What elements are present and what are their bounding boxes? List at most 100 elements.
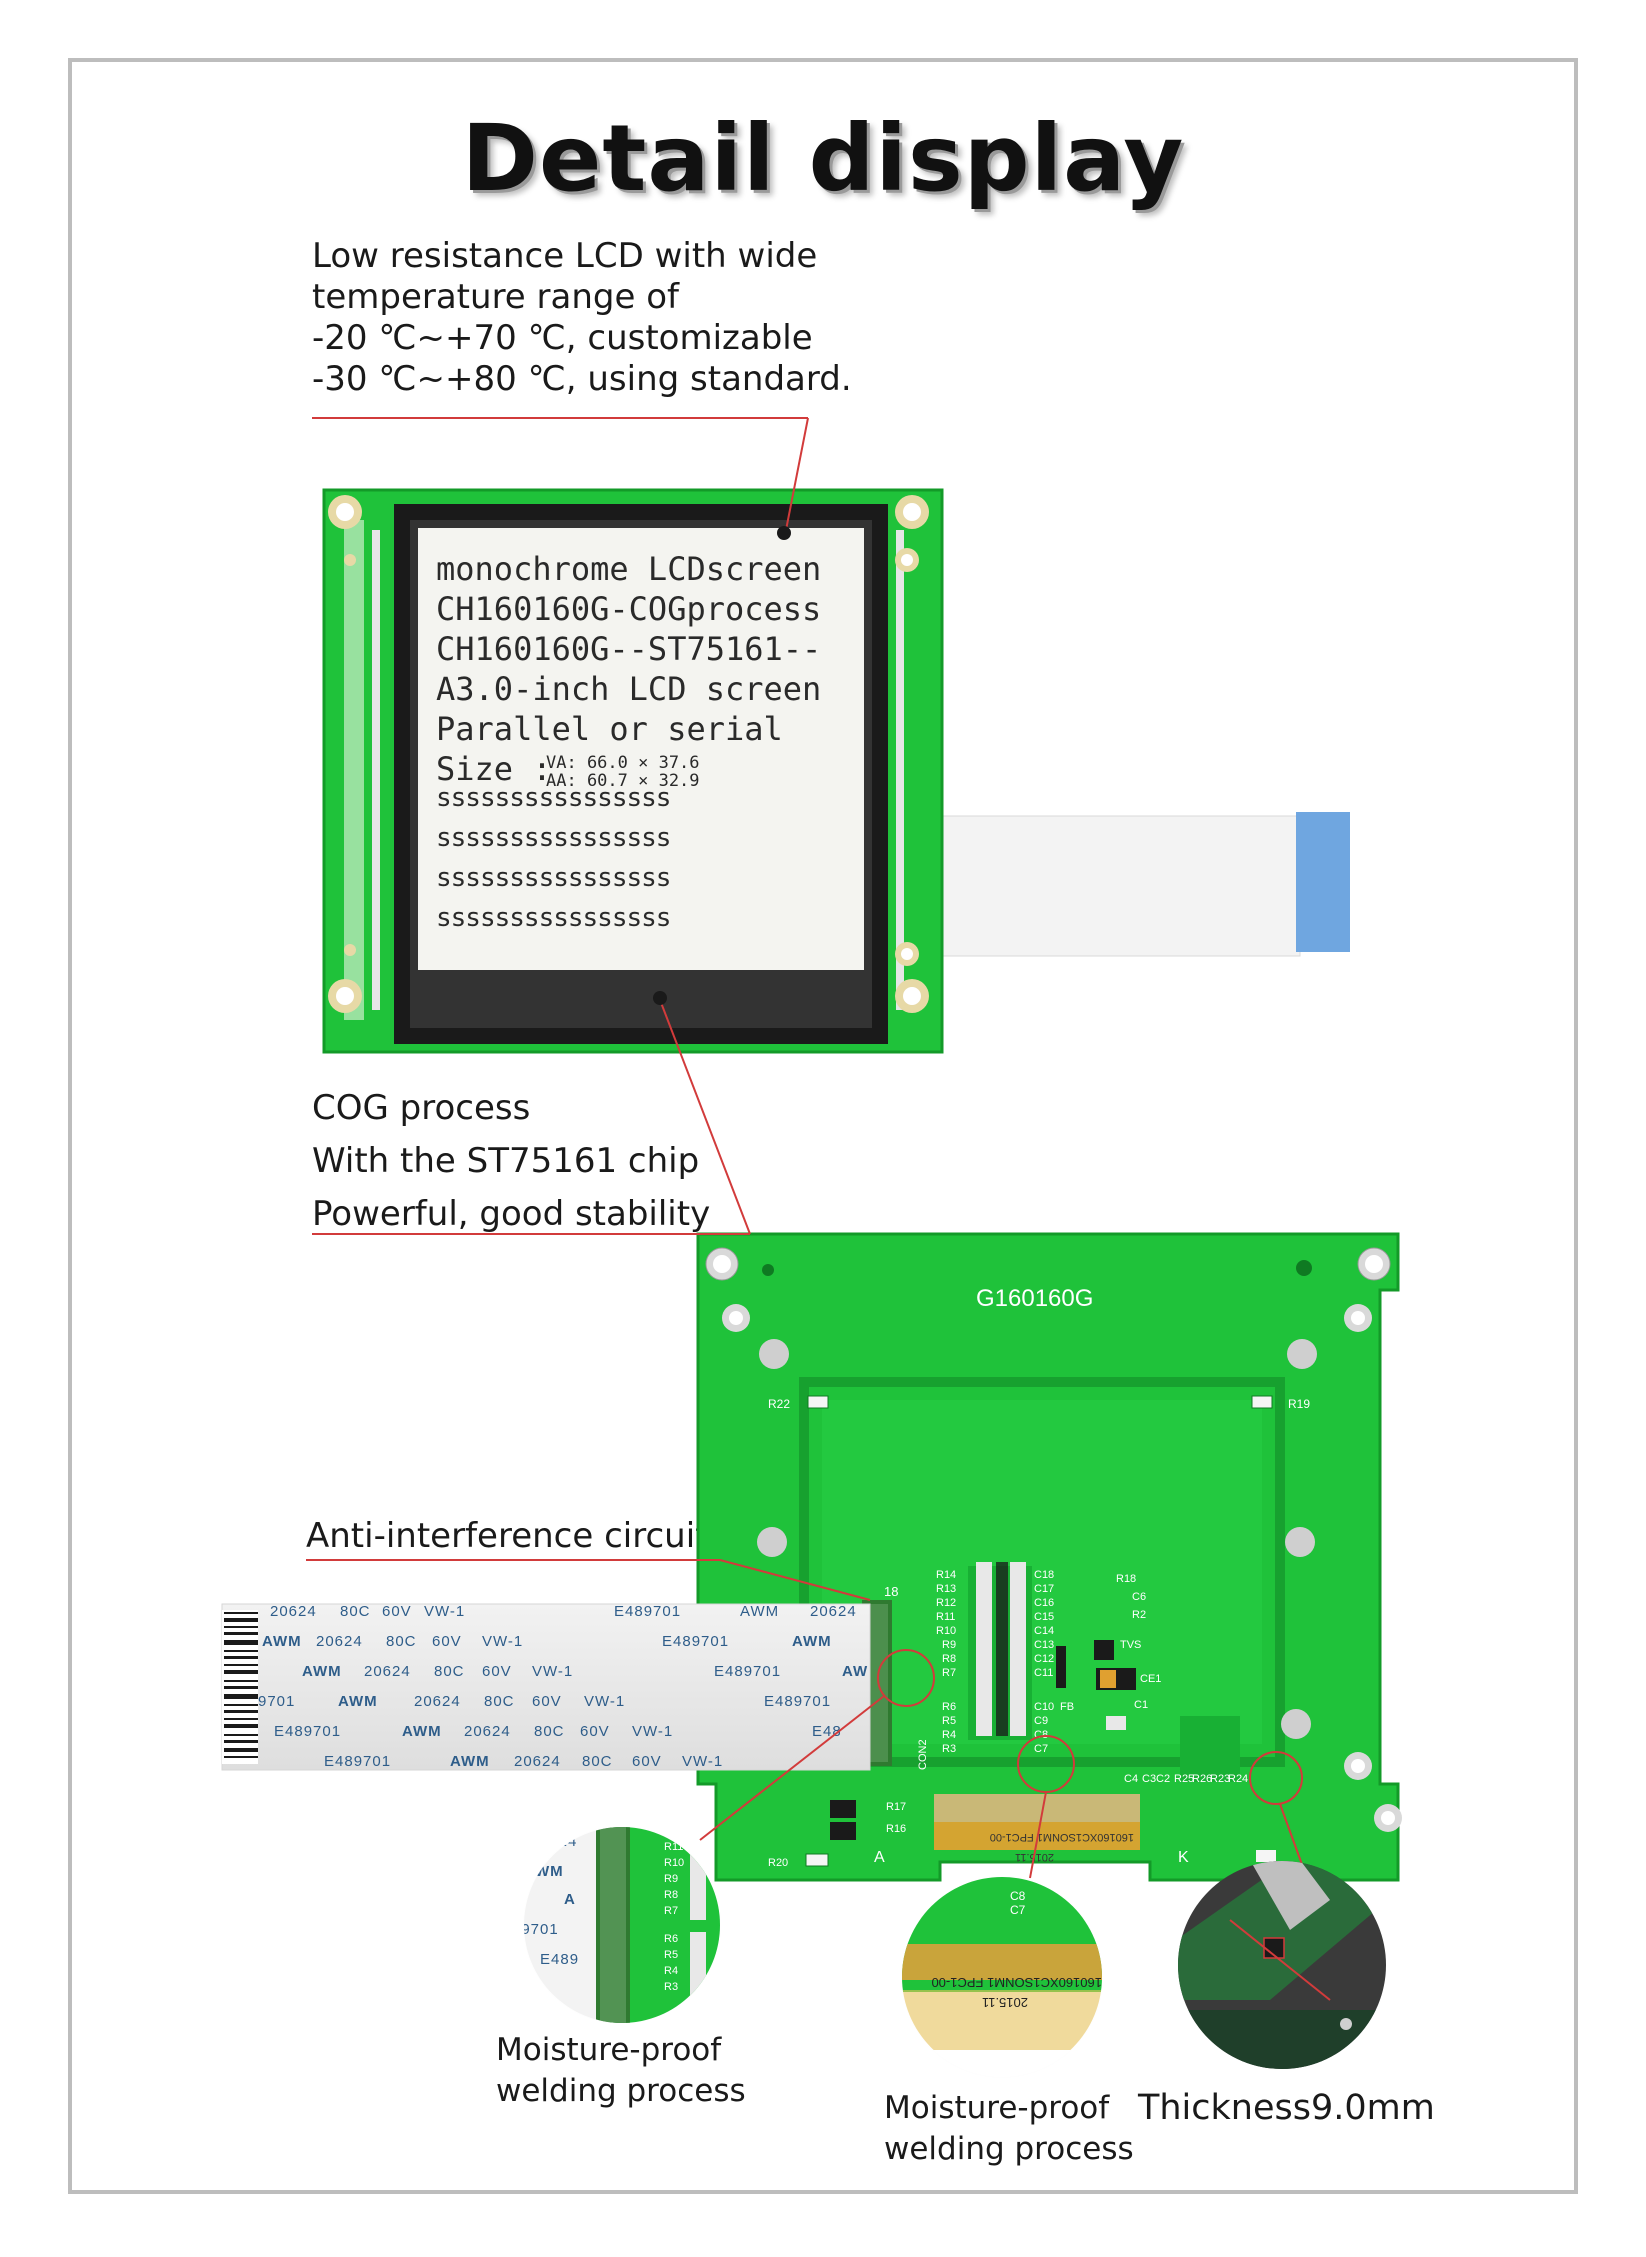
- caption-line: welding process: [884, 2131, 1134, 2167]
- caption-moisture-mid: Moisture-proof welding process: [884, 2088, 1134, 2170]
- zoom-pin: 18: [606, 1813, 622, 1829]
- pcb-label: R25: [1174, 1773, 1194, 1785]
- pcb-label: R3: [942, 1743, 956, 1755]
- pcb-label: R10: [936, 1625, 956, 1637]
- zoom-label: C8: [1010, 1889, 1026, 1903]
- pcb-label: C9: [1034, 1715, 1048, 1727]
- zoom-text: 89701: [512, 1921, 559, 1938]
- pcb-label: TVS: [1120, 1639, 1141, 1651]
- pcb-label: C16: [1034, 1597, 1054, 1609]
- zoom-text: E489: [540, 1951, 579, 1968]
- pcb-label: R12: [936, 1597, 956, 1609]
- pcb-label: C2: [1156, 1773, 1170, 1785]
- smd-component: [830, 1822, 856, 1840]
- zoom-text: 0624: [540, 1833, 577, 1850]
- pcb-label: R13: [936, 1583, 956, 1595]
- lcd-va: VA: 66.0 × 37.6: [546, 753, 700, 773]
- pcb-back: G160160G R22 R19: [696, 1232, 1402, 1882]
- lcd-line: A3.0-inch LCD screen: [436, 670, 821, 708]
- pcb-label: R22: [768, 1397, 790, 1411]
- caption-line: With the ST75161 chip: [312, 1141, 700, 1181]
- caption-lcd-temperature: Low resistance LCD with wide temperature…: [312, 236, 852, 400]
- pcb-label: R20: [768, 1857, 788, 1869]
- pcb-label: C3: [1142, 1773, 1156, 1785]
- lcd-s-row: ssssssssssssssss: [436, 823, 670, 853]
- pcb-label: C6: [1132, 1591, 1146, 1603]
- pcb-label: C17: [1034, 1583, 1054, 1595]
- zoom-label: R8: [664, 1889, 678, 1901]
- pcb-label: R4: [942, 1729, 956, 1741]
- pcb-label: C8: [1034, 1729, 1048, 1741]
- zoom-label: R7: [664, 1905, 678, 1917]
- lcd-module: monochrome LCDscreen CH160160G-COGproces…: [322, 488, 1350, 1054]
- caption-line: temperature range of: [312, 277, 679, 317]
- lcd-screen: [418, 528, 864, 970]
- pcb-label: R11: [936, 1611, 955, 1623]
- caption-line: -20 ℃~+70 ℃, customizable: [312, 318, 813, 358]
- lcd-line: CH160160G--ST75161--: [436, 630, 821, 668]
- zoom-label: R6: [664, 1933, 678, 1945]
- pcb-label: R24: [1228, 1773, 1248, 1785]
- caption-cog-process: COG process With the ST75161 chip Powerf…: [312, 1082, 710, 1241]
- pcb-label: R14: [936, 1569, 956, 1581]
- component-cluster: [968, 1562, 1240, 1782]
- lcd-line: CH160160G-COGprocess: [436, 590, 821, 628]
- lcd-aa: AA: 60.7 × 32.9: [546, 771, 700, 791]
- pcb-label: C15: [1034, 1611, 1054, 1623]
- zoom-text: A: [564, 1891, 576, 1908]
- caption-moisture-left: Moisture-proof welding process: [496, 2030, 746, 2112]
- ffc-barcode: [222, 1610, 258, 1764]
- smd-component: [805, 1853, 829, 1867]
- pcb-label: C18: [1034, 1569, 1054, 1581]
- caption-line: Powerful, good stability: [312, 1194, 711, 1234]
- caption-line: COG process: [312, 1088, 531, 1128]
- ffc-body: [221, 1603, 871, 1771]
- pcb-label: C11: [1034, 1667, 1053, 1679]
- pcb-label: R17: [886, 1801, 906, 1813]
- lcd-line: Parallel or serial: [436, 710, 783, 748]
- zoom-label: R11: [664, 1841, 683, 1853]
- pcb-label: C1: [1134, 1699, 1148, 1711]
- pcb-label: R19: [1288, 1397, 1310, 1411]
- pcb-label: R23: [1210, 1773, 1230, 1785]
- lcd-line: monochrome LCDscreen: [436, 550, 821, 588]
- pcb-label: CON2: [917, 1739, 929, 1770]
- zoom-circle-left: 0624 AWM A 89701 E489 18 R11 R10 R9 R8 R…: [512, 1813, 722, 2025]
- pcb-label: K: [1178, 1849, 1189, 1866]
- lcd-flex-cable: [899, 815, 1301, 957]
- pcb-label: R2: [1132, 1609, 1146, 1621]
- pcb-model-label: G160160G: [976, 1285, 1093, 1312]
- pcb-pads: [757, 1339, 1317, 1739]
- pcb-label: C4: [1124, 1773, 1138, 1785]
- pcb-frame-outline: [799, 1377, 1285, 1767]
- zoom-label: C7: [1010, 1903, 1026, 1917]
- pcb-label: C12: [1034, 1653, 1054, 1665]
- pcb-holes: [705, 1247, 1402, 1832]
- pcb-label: C14: [1034, 1625, 1054, 1637]
- lcd-size-label: Size :: [436, 750, 552, 788]
- pcb-label: R18: [1116, 1573, 1136, 1585]
- pcb-label: R8: [942, 1653, 956, 1665]
- leader-lines: [306, 417, 1305, 1879]
- fpc-label: 160160XC1SONM1 FPC1-00: [990, 1831, 1134, 1843]
- pcb-label: R7: [942, 1667, 956, 1679]
- pcb-label: R16: [886, 1823, 906, 1835]
- zoom-label: R4: [664, 1965, 678, 1977]
- pcb-label: R6: [942, 1701, 956, 1713]
- pcb-label: C10: [1034, 1701, 1054, 1713]
- pcb-label: A: [874, 1849, 885, 1866]
- lcd-s-row: ssssssssssssssss: [436, 783, 670, 813]
- mounting-holes: [328, 495, 929, 1013]
- caption-anti-interference: Anti-interference circuit: [306, 1516, 709, 1556]
- caption-line: -30 ℃~+80 ℃, using standard.: [312, 359, 852, 399]
- zoom-label: R9: [664, 1873, 678, 1885]
- caption-line: Moisture-proof: [496, 2032, 722, 2068]
